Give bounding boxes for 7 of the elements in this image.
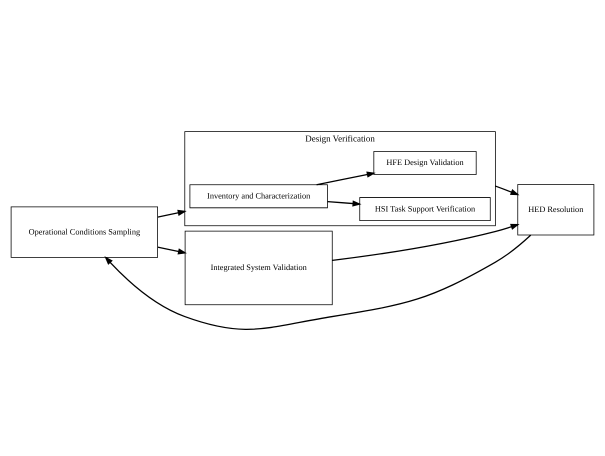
- arrow: [104, 234, 532, 330]
- arrow: [316, 172, 376, 186]
- arrow: [495, 185, 520, 196]
- arrow: [332, 224, 520, 262]
- arrow: [158, 246, 187, 254]
- arrow: [158, 210, 187, 218]
- arrow: [328, 200, 362, 207]
